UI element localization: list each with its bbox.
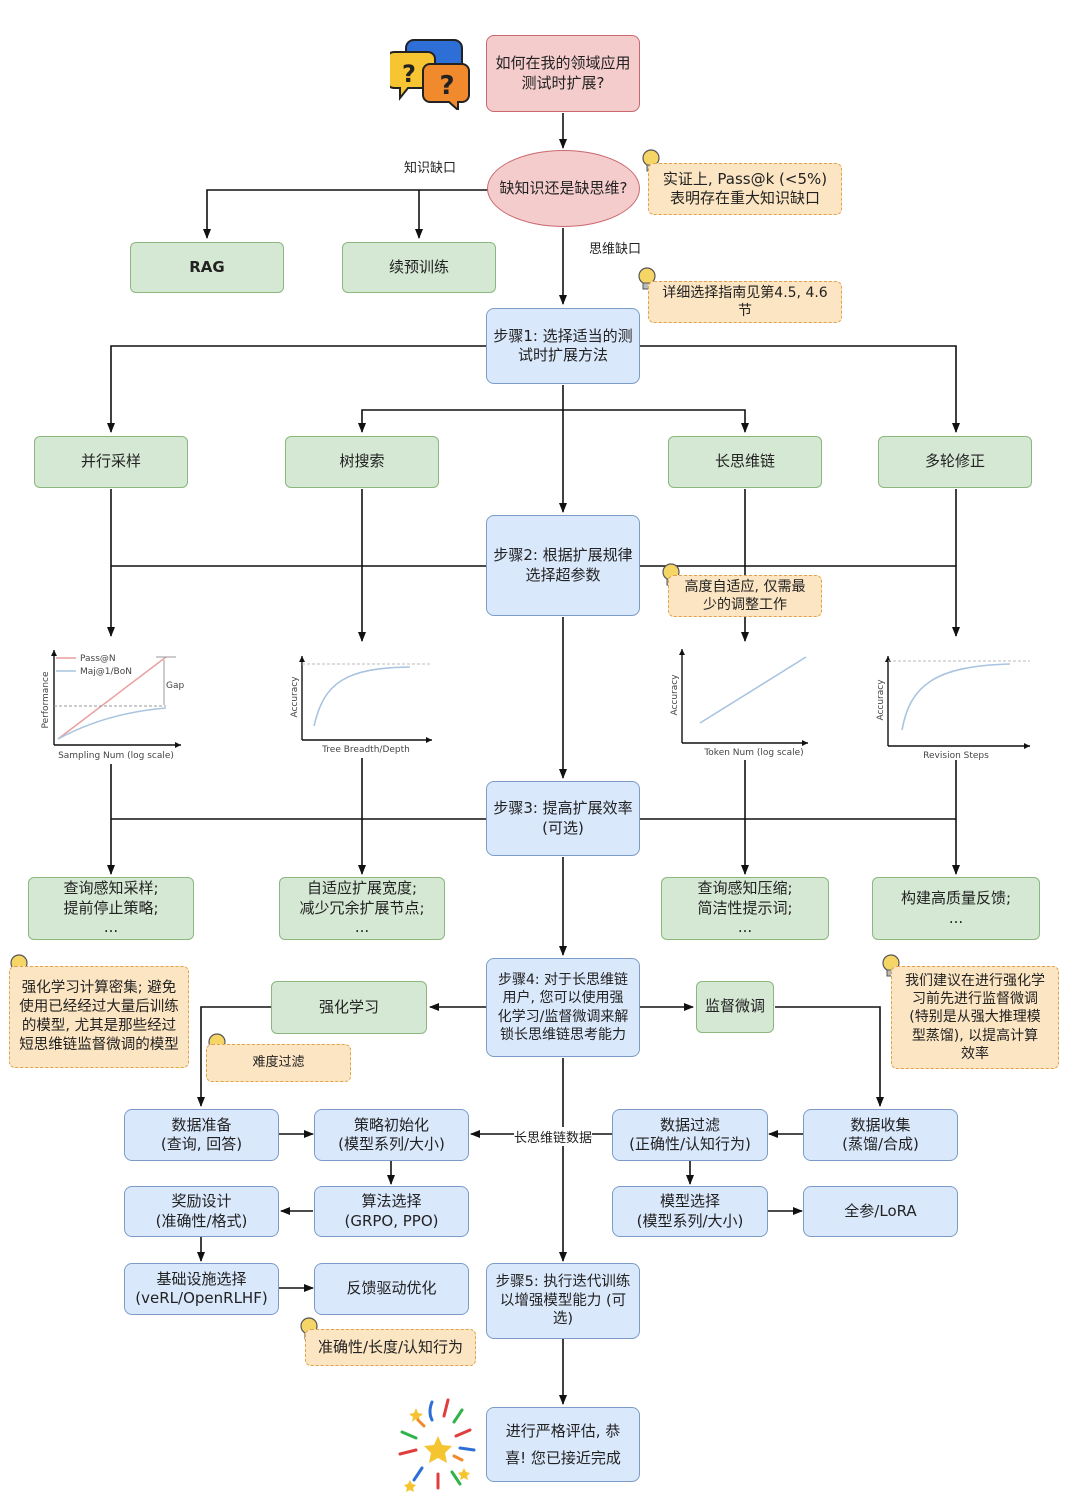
edge-step1-multiturn xyxy=(640,345,960,433)
difficulty-filter-note: 难度过滤 xyxy=(206,1044,351,1082)
chart-multi-turn: Revision Steps Accuracy xyxy=(876,656,1030,761)
algorithm-select-node: 算法选择 (GRPO, PPO) xyxy=(314,1186,469,1237)
pretrain-node: 续预训练 xyxy=(342,242,496,293)
full-lora-node: 全参/LoRA xyxy=(803,1186,958,1237)
sft-node: 监督微调 xyxy=(696,981,774,1033)
x-axis-label: Token Num (log scale) xyxy=(703,748,803,758)
step3-node: 步骤3: 提高扩展效率 (可选) xyxy=(486,781,640,856)
edge-rl-dataprep xyxy=(197,1006,271,1107)
long-cot-node: 长思维链 xyxy=(668,436,822,488)
svg-text:?: ? xyxy=(402,60,416,88)
series-accuracy xyxy=(699,656,807,724)
edge-sft-datacollect xyxy=(775,1006,884,1107)
feedback-optimization-node: 反馈驱动优化 xyxy=(314,1263,469,1315)
step2-node: 步骤2: 根据扩展规律 选择超参数 xyxy=(486,515,640,616)
x-axis-label: Tree Breadth/Depth xyxy=(321,745,410,755)
series-accuracy xyxy=(313,666,411,727)
knowledge-gap-label: 知识缺口 xyxy=(404,157,457,176)
y-axis-label: Performance xyxy=(41,671,51,728)
start-question-node: 如何在我的领域应用 测试时扩展? xyxy=(486,35,640,112)
svg-text:?: ? xyxy=(439,71,454,101)
edge-decision-rag xyxy=(203,189,488,239)
policy-init-node: 策略初始化 (模型系列/大小) xyxy=(314,1109,469,1161)
tree-search-node: 树搜索 xyxy=(285,436,439,488)
selection-guide-note: 详细选择指南见第4.5, 4.6 节 xyxy=(648,281,842,323)
reinforcement-learning-node: 强化学习 xyxy=(271,981,427,1034)
data-filter-node: 数据过滤 (正确性/认知行为) xyxy=(612,1109,768,1161)
sft-before-rl-note: 我们建议在进行强化学 习前先进行监督微调 (特别是从强大推理模 型蒸馏), 以提… xyxy=(891,966,1059,1069)
chart-parallel-sampling: Pass@N Maj@1/BoN Gap Sampling Num (log s… xyxy=(41,650,184,761)
step1-node: 步骤1: 选择适当的测 试时扩展方法 xyxy=(486,308,640,384)
y-axis-label: Accuracy xyxy=(876,679,886,721)
legend-maj-bon: Maj@1/BoN xyxy=(80,667,132,677)
chart-long-cot: Token Num (log scale) Accuracy xyxy=(670,649,808,758)
y-axis-label: Accuracy xyxy=(290,676,300,718)
decision-node: 缺知识还是缺思维? xyxy=(487,150,640,227)
legend-pass-at-n: Pass@N xyxy=(80,654,116,664)
edge-step1-longcot xyxy=(563,409,749,433)
x-axis-label: Revision Steps xyxy=(923,751,989,761)
efficiency-multiturn-node: 构建高质量反馈; ... xyxy=(872,877,1040,940)
rl-cost-note: 强化学习计算密集; 避免 使用已经经过大量后训练 的模型, 尤其是那些经过 短思… xyxy=(9,966,189,1068)
edge-step1-parallel xyxy=(107,345,487,433)
gap-annotation: Gap xyxy=(166,681,184,691)
series-maj-bon xyxy=(57,707,167,740)
data-prep-node: 数据准备 (查询, 回答) xyxy=(124,1109,279,1161)
series-pass-at-n xyxy=(57,656,167,740)
x-axis-label: Sampling Num (log scale) xyxy=(58,751,174,761)
celebration-icon xyxy=(398,1398,476,1492)
adaptive-note: 高度自适应, 仅需最 少的调整工作 xyxy=(668,575,822,617)
parallel-sampling-node: 并行采样 xyxy=(34,436,188,488)
thinking-gap-label: 思维缺口 xyxy=(589,238,642,257)
model-select-node: 模型选择 (模型系列/大小) xyxy=(612,1186,768,1237)
data-collect-node: 数据收集 (蒸馏/合成) xyxy=(803,1109,958,1161)
efficiency-longcot-node: 查询感知压缩; 简洁性提示词; ... xyxy=(661,877,829,940)
multi-turn-node: 多轮修正 xyxy=(878,436,1032,488)
metrics-note: 准确性/长度/认知行为 xyxy=(305,1329,476,1366)
edge-step1-tree xyxy=(358,409,563,433)
long-cot-data-label: 长思维链数据 xyxy=(514,1127,593,1146)
question-bubbles-icon: ? ? xyxy=(390,39,470,110)
efficiency-tree-node: 自适应扩展宽度; 减少冗余扩展节点; ... xyxy=(279,877,445,940)
lightbulb-icon xyxy=(638,267,656,290)
series-accuracy xyxy=(901,663,1011,731)
rag-node: RAG xyxy=(130,242,284,293)
y-axis-label: Accuracy xyxy=(670,674,680,716)
efficiency-parallel-node: 查询感知采样; 提前停止策略; ... xyxy=(28,877,194,940)
infra-select-node: 基础设施选择 (veRL/OpenRLHF) xyxy=(124,1263,279,1315)
chart-tree-search: Tree Breadth/Depth Accuracy xyxy=(290,656,432,755)
reward-design-node: 奖励设计 (准确性/格式) xyxy=(124,1186,279,1237)
step5-node: 步骤5: 执行迭代训练 以增强模型能力 (可 选) xyxy=(486,1263,640,1339)
step4-node: 步骤4: 对于长思维链 用户, 您可以使用强 化学习/监督微调来解 锁长思维链思… xyxy=(486,958,640,1057)
final-evaluation-node: 进行严格评估, 恭 喜! 您已接近完成 xyxy=(486,1407,640,1482)
knowledge-gap-note: 实证上, Pass@k (<5%) 表明存在重大知识缺口 xyxy=(648,163,842,215)
